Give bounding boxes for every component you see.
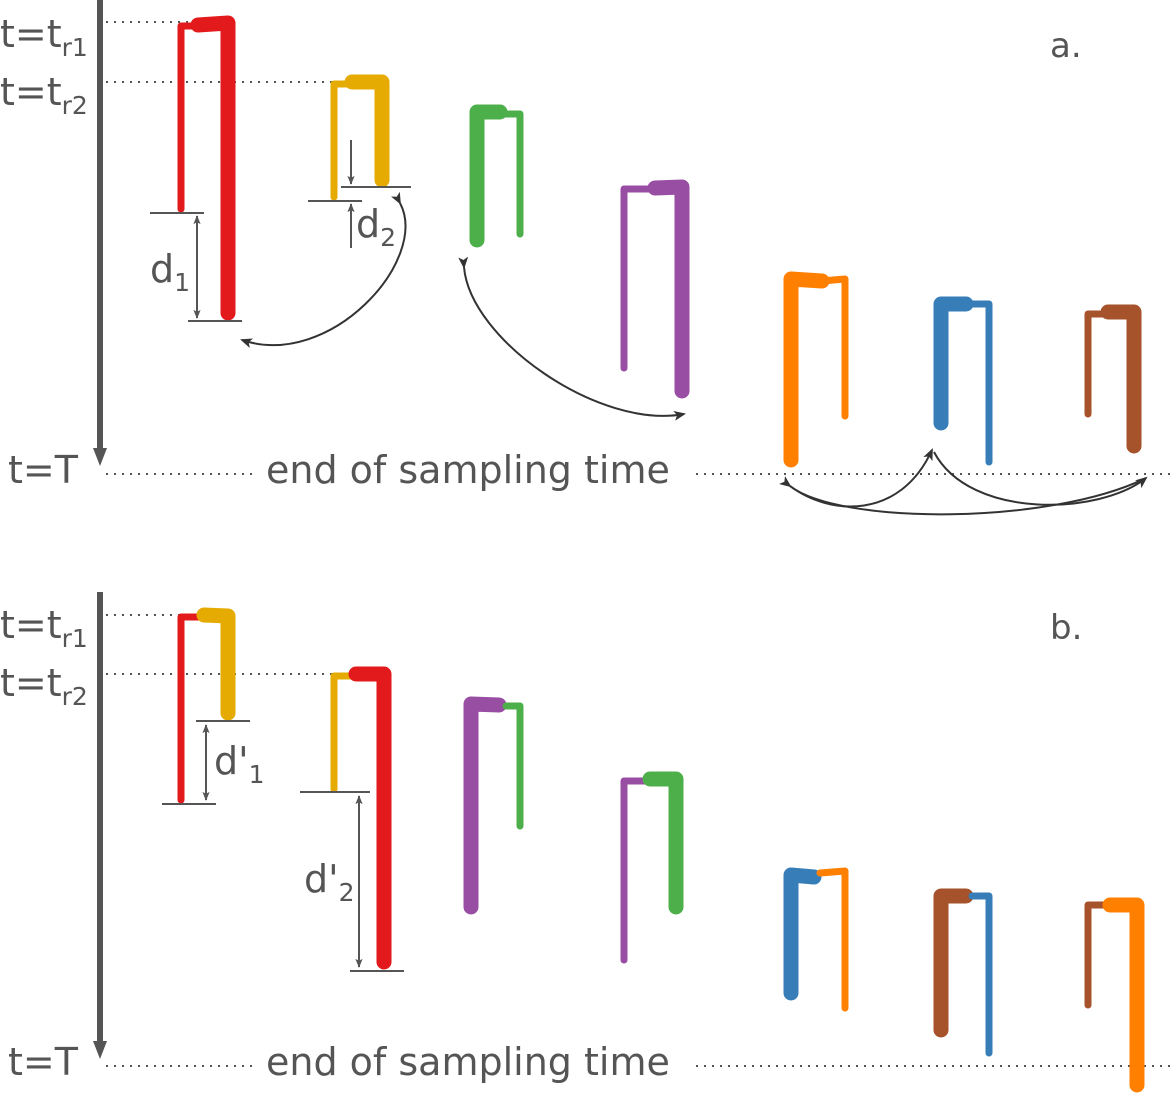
hairpin-b-3 bbox=[463, 696, 524, 915]
hairpin-a-7-left-branch bbox=[1084, 310, 1112, 418]
panel-label-a: a. bbox=[1050, 26, 1082, 66]
hairpin-a-4-left-branch bbox=[620, 185, 659, 372]
hairpin-a-6-right-branch bbox=[962, 300, 993, 466]
hairpin-a-6 bbox=[933, 296, 993, 466]
time-axis-arrowhead-b bbox=[93, 1041, 107, 1059]
distance-d1 bbox=[150, 212, 242, 322]
distance-d1-prime bbox=[162, 720, 250, 805]
hairpin-b-5-right-branch bbox=[816, 867, 849, 1012]
hairpin-b-1 bbox=[177, 607, 236, 804]
hairpin-b-7-left-branch bbox=[1084, 901, 1112, 1009]
hairpin-b-2-right-branch bbox=[348, 666, 392, 970]
hairpin-b-4 bbox=[620, 771, 684, 964]
swap-arrow-1 bbox=[240, 191, 407, 348]
hairpin-b-5 bbox=[783, 867, 849, 1012]
panel-label-b: b. bbox=[1050, 608, 1082, 648]
hairpin-b-6-left-branch bbox=[933, 888, 974, 1038]
hairpin-b-6-right-branch bbox=[968, 892, 993, 1057]
hairpin-a-3-left-branch bbox=[469, 104, 508, 248]
label-tr2-b: t=tr2 bbox=[0, 661, 88, 711]
hairpin-b-7-right-branch bbox=[1102, 897, 1145, 1093]
hairpin-a-2 bbox=[330, 74, 390, 201]
label-d2: d2 bbox=[356, 202, 396, 252]
hairpin-a-5-right-branch bbox=[818, 275, 849, 420]
hairpin-a-3-right-branch bbox=[496, 110, 524, 238]
hairpin-a-4-right-branch bbox=[647, 179, 690, 399]
hairpin-a-2-right-branch bbox=[344, 74, 390, 188]
hairpin-a-1 bbox=[177, 15, 236, 321]
hairpin-b-3-left-branch bbox=[463, 696, 507, 915]
hairpin-b-2 bbox=[330, 666, 392, 970]
panel-a: t=tr1 t=tr2 t=T end of sampling time a. bbox=[0, 0, 1171, 516]
panel-b: t=tr1 t=tr2 t=T end of sampling time b. bbox=[0, 592, 1171, 1093]
hairpin-a-5-left-branch bbox=[783, 271, 830, 468]
hairpin-b-7 bbox=[1084, 897, 1145, 1093]
label-tT-b: t=T bbox=[8, 1040, 79, 1084]
hairpin-a-5 bbox=[783, 271, 849, 468]
hairpin-b-4-right-branch bbox=[642, 771, 684, 915]
hairpin-b-1-right-branch bbox=[196, 607, 236, 721]
hairpin-a-7-right-branch bbox=[1100, 304, 1142, 454]
swap-arrow-2 bbox=[458, 256, 686, 421]
hairpin-a-2-left-branch bbox=[330, 80, 356, 201]
hairpin-a-4 bbox=[620, 179, 690, 399]
label-tr1-b: t=tr1 bbox=[0, 603, 88, 653]
swap-arrow-4 bbox=[933, 451, 1148, 506]
hairpin-a-1-right-branch bbox=[190, 15, 236, 321]
hairpin-a-7 bbox=[1084, 304, 1142, 454]
hairpin-b-4-left-branch bbox=[620, 777, 652, 964]
hairpin-b-5-left-branch bbox=[783, 867, 822, 1001]
hairpin-b-6 bbox=[933, 888, 993, 1057]
label-d1-prime: d'1 bbox=[214, 739, 264, 789]
swap-arrow-5 bbox=[789, 477, 1147, 516]
caption-a: end of sampling time bbox=[266, 448, 670, 492]
distance-d2-prime bbox=[300, 791, 404, 972]
hairpin-a-3 bbox=[469, 104, 524, 248]
label-d2-prime: d'2 bbox=[304, 857, 354, 907]
label-tT-a: t=T bbox=[8, 448, 79, 492]
hairpin-b-2-left-branch bbox=[330, 672, 356, 793]
hairpin-b-1-left-branch bbox=[177, 613, 204, 804]
time-axis-arrowhead-a bbox=[93, 448, 107, 466]
hairpin-b-3-right-branch bbox=[502, 702, 524, 830]
caption-b: end of sampling time bbox=[266, 1040, 670, 1084]
label-d1: d1 bbox=[150, 247, 190, 297]
label-tr2-a: t=tr2 bbox=[0, 70, 88, 120]
hairpin-a-6-left-branch bbox=[933, 296, 974, 431]
label-tr1-a: t=tr1 bbox=[0, 12, 88, 62]
hairpin-a-1-left-branch bbox=[177, 22, 204, 213]
